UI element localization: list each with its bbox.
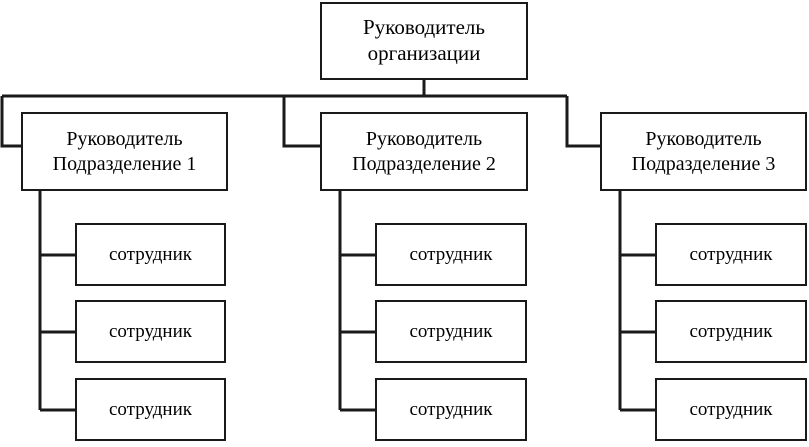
node-staff-1-1-label: сотрудник xyxy=(108,243,192,265)
node-staff-3-1-label: сотрудник xyxy=(689,243,773,265)
node-staff-2-1-label: сотрудник xyxy=(409,243,493,265)
node-staff-1-3-label: сотрудник xyxy=(108,398,192,420)
connector-unit-3 xyxy=(565,96,601,148)
node-staff-3-2-label: сотрудник xyxy=(689,320,773,342)
connector-unit-2 xyxy=(282,96,321,148)
node-staff-3-3[interactable]: сотрудник xyxy=(655,378,807,441)
node-unit-3-line-2: Подразделение 3 xyxy=(631,152,776,175)
node-unit-1[interactable]: Руководитель Подразделение 1 xyxy=(21,112,228,191)
node-staff-3-1[interactable]: сотрудник xyxy=(655,223,807,286)
node-unit-2-line-1: Руководитель xyxy=(365,128,483,151)
node-staff-2-1[interactable]: сотрудник xyxy=(375,223,527,286)
node-root[interactable]: Руководитель организации xyxy=(320,2,528,80)
node-staff-3-2[interactable]: сотрудник xyxy=(655,300,807,363)
node-unit-2[interactable]: Руководитель Подразделение 2 xyxy=(320,112,528,191)
node-staff-2-3[interactable]: сотрудник xyxy=(375,378,527,441)
node-unit-3[interactable]: Руководитель Подразделение 3 xyxy=(600,112,807,191)
node-staff-2-3-label: сотрудник xyxy=(409,398,493,420)
node-staff-1-3[interactable]: сотрудник xyxy=(75,378,226,441)
node-staff-1-2[interactable]: сотрудник xyxy=(75,300,226,363)
node-staff-1-2-label: сотрудник xyxy=(108,320,192,342)
node-unit-1-line-1: Руководитель xyxy=(66,128,183,151)
node-staff-3-3-label: сотрудник xyxy=(689,398,773,420)
node-staff-1-1[interactable]: сотрудник xyxy=(75,223,226,286)
node-root-line-1: Руководитель xyxy=(363,15,485,40)
node-unit-1-line-2: Подразделение 1 xyxy=(52,152,197,175)
connector-unit-1 xyxy=(0,96,22,148)
node-unit-2-line-2: Подразделение 2 xyxy=(352,152,496,175)
node-root-line-2: организации xyxy=(367,41,481,65)
node-unit-3-line-1: Руководитель xyxy=(645,128,762,151)
node-staff-2-2-label: сотрудник xyxy=(409,320,493,342)
node-staff-2-2[interactable]: сотрудник xyxy=(375,300,527,363)
